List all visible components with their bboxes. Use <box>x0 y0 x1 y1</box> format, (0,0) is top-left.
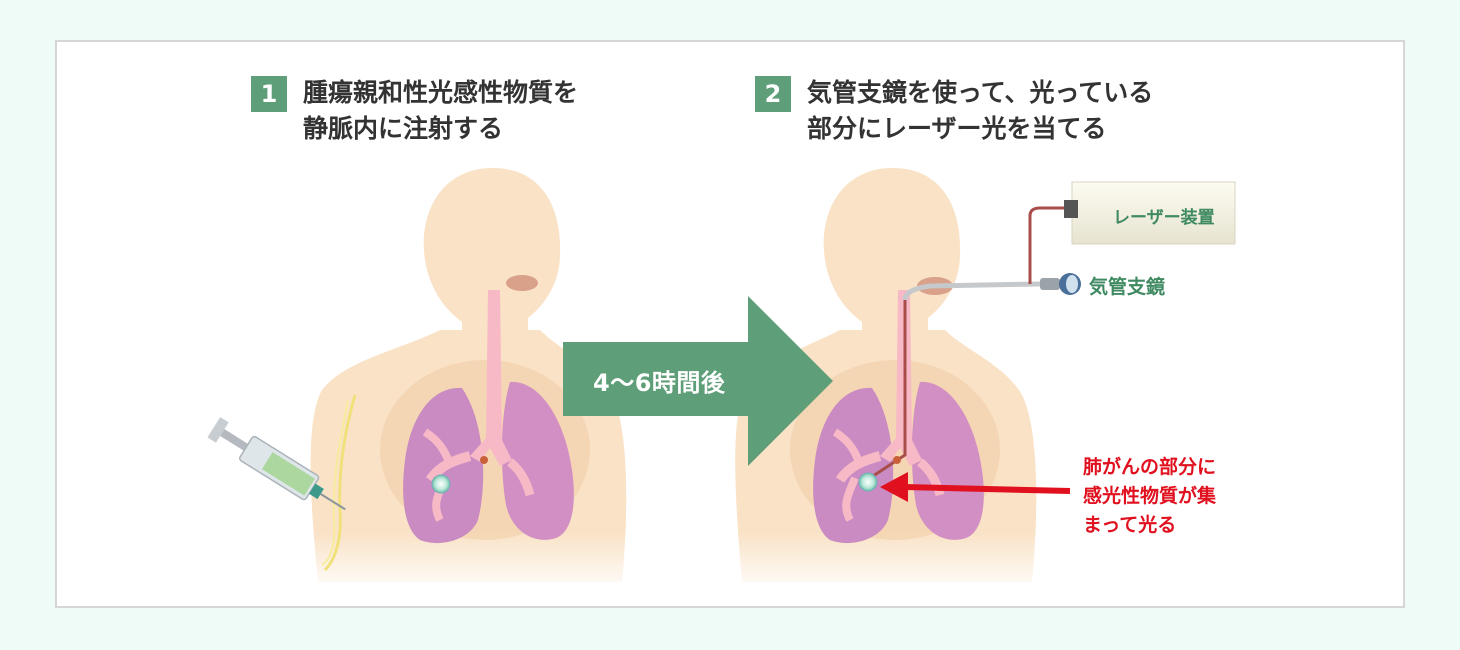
vein-1 <box>323 394 357 572</box>
trachea-1 <box>470 290 512 466</box>
step-1-badge: 1 <box>251 76 287 112</box>
step-arrow <box>563 296 833 466</box>
step-2-badge: 2 <box>755 76 791 112</box>
bronchus-right-2 <box>917 458 945 497</box>
head-2 <box>823 168 961 350</box>
illustration-panel <box>55 40 1405 608</box>
bronchus-branch-3 <box>832 428 864 467</box>
laser-device-icon <box>1064 181 1236 245</box>
cancer-note-line3: まって光る <box>1083 514 1177 536</box>
lung-right-2 <box>911 381 984 540</box>
bronchus-branch-4 <box>842 476 859 522</box>
syringe-icon <box>207 417 346 511</box>
red-indicator-arrow <box>880 472 1071 502</box>
tumor-glow-1 <box>431 474 451 494</box>
step-1-title-line2: 静脈内に注射する <box>303 114 504 143</box>
cancer-note-line1: 肺がんの部分に <box>1083 456 1217 478</box>
node-2 <box>893 456 901 464</box>
cancer-note-line2: 感光性物質が集 <box>1083 485 1217 507</box>
head-1 <box>423 168 561 350</box>
cancer-note: 肺がんの部分に 感光性物質が集 まって光る <box>1083 453 1216 540</box>
scope-shaft <box>902 281 1041 301</box>
step-2-title-line2: 部分にレーザー光を当てる <box>807 114 1107 143</box>
step-2-title-line1: 気管支鏡を使って、光っている <box>807 78 1154 107</box>
patient-figure-1 <box>207 168 627 582</box>
bronchus-branch-1 <box>422 428 454 467</box>
node-1 <box>480 456 488 464</box>
bronchoscope-label: 気管支鏡 <box>1089 276 1166 298</box>
step-1-title-line1: 腫瘍親和性光感性物質を <box>303 78 579 107</box>
laser-fiber <box>1028 206 1072 284</box>
laser-device-label: レーザー装置 <box>1113 208 1215 228</box>
trachea-2 <box>880 290 922 466</box>
scope-tube-inside <box>869 300 907 480</box>
elapsed-time-label: 4〜6時間後 <box>593 369 726 397</box>
bronchus-right-1 <box>507 458 535 497</box>
vein-2 <box>321 399 349 566</box>
tumor-glow-2 <box>858 472 878 492</box>
lung-right-1 <box>501 381 574 540</box>
patient-figure-2 <box>735 168 1072 582</box>
mouth-1 <box>506 275 538 291</box>
bronchoscope-icon <box>1040 273 1081 295</box>
